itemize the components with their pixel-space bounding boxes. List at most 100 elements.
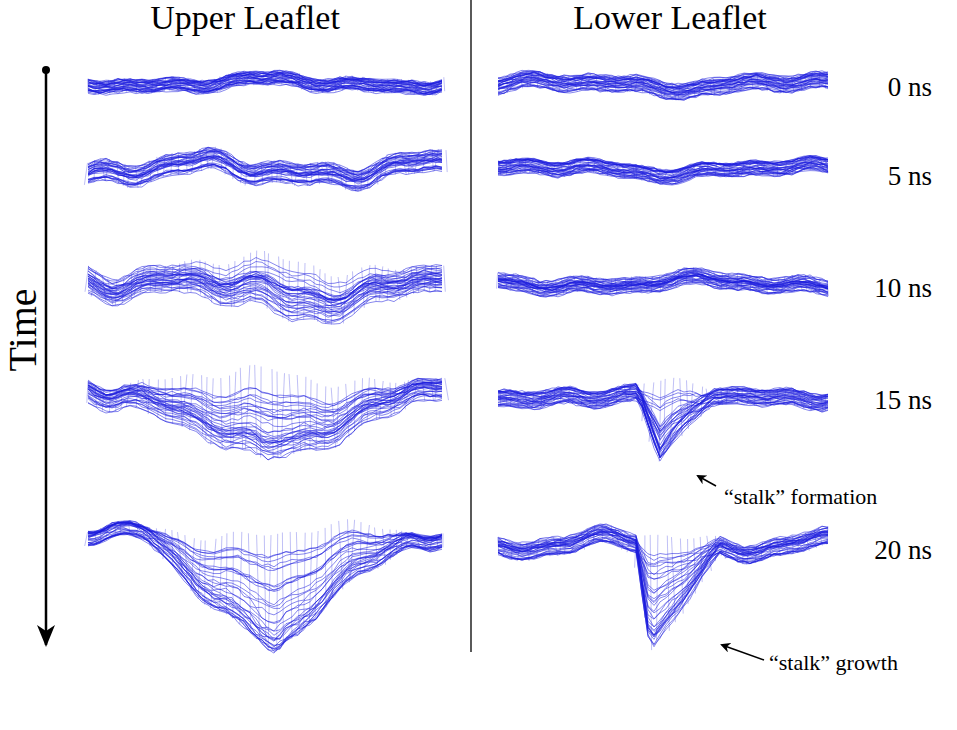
membrane-strand: [263, 71, 264, 85]
membrane-strand: [498, 524, 828, 590]
membrane-strand: [688, 83, 690, 99]
membrane-strand: [667, 536, 669, 631]
membrane-strand: [825, 394, 826, 410]
membrane-strand: [772, 162, 774, 176]
membrane-strand: [815, 530, 817, 548]
membrane-strand: [630, 76, 632, 92]
membrane-strand: [185, 535, 187, 582]
membrane-strand: [526, 276, 527, 292]
membrane-strand: [157, 380, 159, 419]
membrane-strand: [627, 385, 631, 401]
membrane-strand: [185, 261, 188, 292]
membrane-strand: [721, 538, 723, 556]
membrane-strand: [537, 72, 538, 88]
membrane-strand: [616, 163, 620, 177]
membrane-strand: [537, 280, 538, 296]
membrane-strand: [721, 389, 723, 405]
membrane-strand: [368, 78, 369, 92]
membrane-strand: [299, 73, 300, 87]
membrane-strand: [354, 381, 355, 432]
membrane-strand: [136, 380, 138, 408]
membrane-strand: [581, 390, 584, 406]
membrane-strand: [179, 264, 180, 293]
time-label: 10 ns: [874, 274, 932, 304]
membrane-strand: [290, 532, 292, 639]
membrane-strand: [767, 75, 770, 91]
membrane-strand: [498, 531, 828, 560]
membrane-strand: [498, 534, 828, 566]
column-heading: Upper Leaflet: [150, 0, 340, 37]
membrane-strand: [775, 278, 779, 294]
membrane-strand: [805, 73, 806, 89]
membrane-strand: [88, 286, 442, 322]
membrane-strand: [593, 159, 595, 173]
membrane-strand: [187, 78, 188, 92]
membrane-strand: [827, 527, 828, 545]
membrane-strand: [338, 277, 343, 323]
membrane-strand: [532, 278, 533, 294]
membrane-strand: [206, 147, 208, 169]
membrane-strand: [135, 166, 138, 188]
membrane-strand: [529, 542, 532, 560]
membrane-strand: [88, 522, 442, 569]
membrane-strand: [205, 261, 206, 298]
membrane-strand: [156, 528, 159, 553]
membrane-strand: [406, 380, 408, 404]
membrane-strand: [596, 393, 598, 409]
membrane-strand: [553, 389, 555, 405]
membrane-strand: [771, 278, 775, 294]
membrane-strand: [701, 387, 703, 417]
membrane-strand: [136, 523, 139, 537]
time-label: 5 ns: [888, 162, 932, 192]
membrane-strand: [190, 374, 194, 430]
membrane-strand: [635, 76, 638, 92]
membrane-strand: [311, 163, 313, 185]
membrane-strand: [395, 153, 397, 175]
membrane-strand: [178, 532, 183, 574]
membrane-strand: [145, 79, 147, 93]
membrane-strand: [339, 521, 343, 589]
membrane-strand: [680, 169, 682, 183]
membrane-strand: [115, 280, 117, 306]
membrane-strand: [255, 251, 257, 302]
membrane-strand: [204, 80, 208, 94]
membrane-strand: [510, 390, 512, 406]
membrane-strand: [302, 76, 303, 90]
membrane-strand: [121, 386, 123, 408]
membrane-strand: [800, 75, 802, 91]
membrane-strand: [687, 539, 689, 604]
membrane-strand: [98, 81, 100, 95]
membrane-strand: [108, 279, 113, 305]
membrane-strand: [219, 265, 221, 306]
membrane-strand: [742, 546, 743, 564]
membrane-strand: [94, 531, 96, 545]
membrane-strand: [304, 533, 306, 629]
membrane-strand: [498, 394, 828, 457]
membrane-strand: [649, 382, 654, 441]
membrane-strand: [715, 536, 716, 561]
membrane-strand: [254, 164, 256, 186]
membrane-strand: [324, 386, 325, 450]
membrane-strand: [88, 149, 442, 172]
membrane-strand: [367, 167, 369, 189]
membrane-strand: [677, 269, 679, 285]
membrane-strand: [636, 165, 638, 179]
membrane-strand: [498, 526, 828, 612]
membrane-strand: [240, 532, 242, 624]
membrane-strand: [414, 81, 418, 95]
membrane-strand: [290, 71, 293, 85]
membrane-strand: [126, 383, 131, 408]
membrane-strand: [361, 378, 363, 425]
membrane-strand: [171, 153, 172, 175]
membrane-strand: [331, 163, 334, 185]
membrane-strand: [395, 79, 398, 93]
membrane-strand: [272, 369, 273, 459]
membrane-strand: [122, 78, 125, 92]
membrane-strand: [88, 148, 442, 173]
membrane-strand: [498, 81, 828, 97]
membrane-strand: [498, 397, 828, 410]
membrane-strand: [761, 542, 762, 560]
membrane-strand: [637, 384, 639, 400]
membrane-strand: [376, 163, 378, 185]
membrane-strand: [431, 379, 434, 401]
